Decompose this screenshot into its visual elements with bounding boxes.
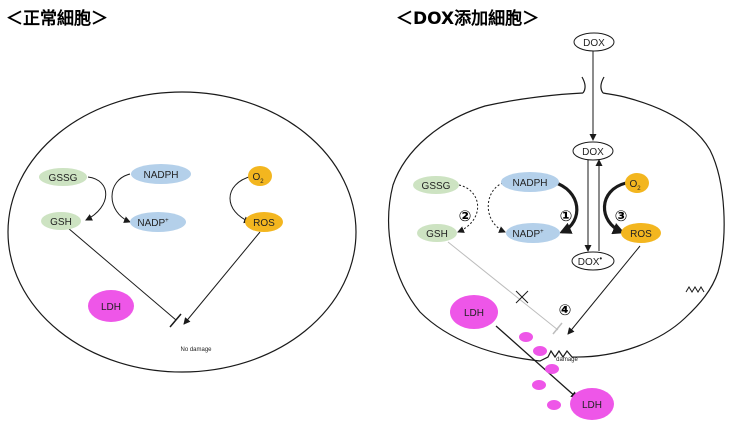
normal-nadp-label: NADP+ xyxy=(137,218,169,229)
dox-ros-node xyxy=(621,223,661,243)
normal-gssg-to-gsh-arrow xyxy=(85,176,107,221)
normal-gsh-node xyxy=(41,212,81,230)
normal-o2-label: O2 xyxy=(252,172,264,185)
dox-gsh-inhibition-line xyxy=(447,241,559,331)
normal-cell-title: ＜正常細胞＞ xyxy=(6,9,108,29)
ldh-droplet xyxy=(532,380,546,390)
normal-ros-node xyxy=(245,212,283,232)
dox-cell-title: ＜DOX添加細胞＞ xyxy=(396,9,540,29)
dox-o2-to-ros-arrow xyxy=(602,181,627,235)
dox-ldh-inside-label: LDH xyxy=(464,308,484,319)
dox-radical-label: DOX• xyxy=(578,254,603,268)
dox-gsh-label: GSH xyxy=(426,229,448,240)
dox-outside-label: DOX xyxy=(583,38,605,49)
ldh-droplet xyxy=(519,332,533,342)
normal-ros-label: ROS xyxy=(253,218,275,229)
normal-cell-membrane xyxy=(7,91,357,373)
normal-gsh-inhibition-line xyxy=(67,227,177,321)
dox-gssg-node xyxy=(413,176,459,194)
normal-inhibition-bar xyxy=(169,313,182,328)
step-marker-2: ② xyxy=(459,207,472,225)
dox-damage-text: damage xyxy=(556,357,578,363)
step-marker-3: ③ xyxy=(615,207,628,225)
normal-no-damage-text: No damage xyxy=(180,347,212,353)
normal-gssg-label: GSSG xyxy=(49,173,78,184)
normal-gsh-label: GSH xyxy=(50,217,72,228)
dox-membrane-squiggle-right xyxy=(685,286,705,293)
normal-gssg-node xyxy=(39,168,87,186)
step-marker-4: ④ xyxy=(559,301,572,319)
step-marker-1: ① xyxy=(560,207,573,225)
dox-nadph-dotted-arrow xyxy=(487,182,506,233)
normal-nadph-label: NADPH xyxy=(143,170,178,181)
dox-ros-label: ROS xyxy=(630,229,652,240)
dox-gssg-to-gsh-arrow xyxy=(457,184,479,233)
normal-o2-node xyxy=(248,166,272,186)
dox-o2-label: O2 xyxy=(629,179,641,192)
ldh-droplet xyxy=(545,364,559,374)
dox-nadph-to-nadp-arrow xyxy=(552,180,579,234)
dox-nadph-node xyxy=(501,172,559,192)
normal-nadp-node xyxy=(130,212,186,232)
normal-ldh-node xyxy=(88,290,134,322)
normal-o2-to-ros-arrow xyxy=(229,175,253,224)
dox-outside-node xyxy=(573,32,615,52)
dox-ldh-released-node xyxy=(570,388,614,420)
ldh-droplet xyxy=(547,400,561,410)
dox-nadp-node xyxy=(506,223,560,243)
normal-cell: GSSG NADPH GSH NADP+ O2 ROS LDH No damag… xyxy=(7,91,357,373)
normal-nadph-to-nadp-arrow xyxy=(111,173,131,223)
dox-channel-right xyxy=(600,76,605,94)
dox-ldh-release-arrow xyxy=(495,325,578,399)
dox-gssg-label: GSSG xyxy=(422,181,451,192)
ldh-droplet xyxy=(533,346,547,356)
normal-ldh-label: LDH xyxy=(101,302,121,313)
dox-ldh-released-label: LDH xyxy=(582,400,602,411)
dox-inside-node xyxy=(572,141,614,161)
dox-nadp-label: NADP+ xyxy=(512,229,544,240)
dox-blocked-x-b xyxy=(515,290,529,304)
normal-nadph-node xyxy=(131,164,191,184)
dox-inside-label: DOX xyxy=(582,147,604,158)
dox-channel-left xyxy=(581,76,586,94)
dox-gsh-node xyxy=(417,224,457,242)
dox-nadph-label: NADPH xyxy=(512,178,547,189)
dox-ros-damage-arrow xyxy=(567,245,641,335)
normal-ros-damage-arrow xyxy=(183,231,261,325)
dox-cell-membrane xyxy=(388,92,725,362)
dox-inhibition-bar xyxy=(552,322,563,335)
dox-o2-node xyxy=(625,173,649,193)
dox-radical-node xyxy=(571,251,615,271)
dox-cell: DOX DOX DOX• GSSG NADPH GSH NADP+ O2 ROS… xyxy=(388,32,725,420)
dox-ldh-inside-node xyxy=(450,295,498,329)
